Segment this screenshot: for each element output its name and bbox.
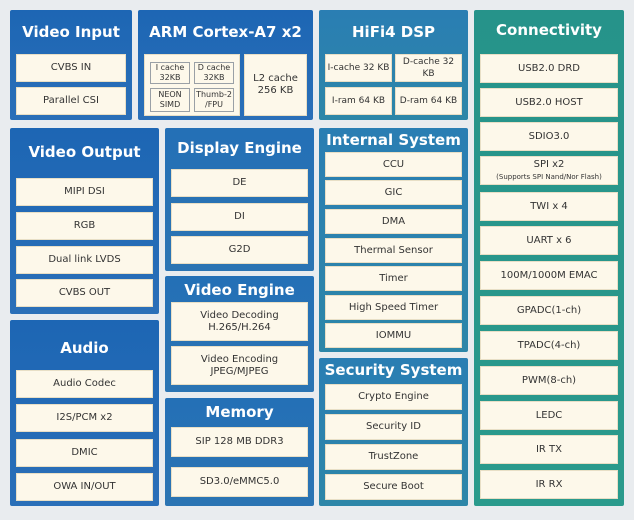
video-output-lvds: Dual link LVDS xyxy=(16,246,153,274)
video-engine-block: Video Engine Video Decoding H.265/H.264 … xyxy=(165,276,314,392)
arm-l2-cache: L2 cache 256 KB xyxy=(244,54,307,116)
memory-block: Memory SIP 128 MB DDR3 SD3.0/eMMC5.0 xyxy=(165,398,314,506)
arm-cortex-title: ARM Cortex-A7 x2 xyxy=(149,23,302,41)
internal-thermal-sensor: Thermal Sensor xyxy=(325,238,462,263)
security-secure-boot: Secure Boot xyxy=(325,474,462,500)
display-engine-block: Display Engine DE DI G2D xyxy=(165,128,314,271)
conn-emac: 100M/1000M EMAC xyxy=(480,261,618,290)
video-input-block: Video Input CVBS IN Parallel CSI xyxy=(10,10,132,120)
video-output-mipi-dsi: MIPI DSI xyxy=(16,178,153,206)
conn-tpadc: TPADC(4-ch) xyxy=(480,331,618,360)
connectivity-title: Connectivity xyxy=(496,21,602,39)
audio-owa: OWA IN/OUT xyxy=(16,473,153,501)
video-input-item-parallel-csi: Parallel CSI xyxy=(16,87,126,115)
video-engine-title: Video Engine xyxy=(184,281,295,299)
display-engine-de: DE xyxy=(171,169,308,197)
video-engine-encoding: Video Encoding JPEG/MJPEG xyxy=(171,346,308,385)
video-engine-decoding: Video Decoding H.265/H.264 xyxy=(171,302,308,341)
video-output-block: Video Output MIPI DSI RGB Dual link LVDS… xyxy=(10,128,159,314)
memory-sip-ddr3: SIP 128 MB DDR3 xyxy=(171,427,308,457)
video-input-title: Video Input xyxy=(22,23,120,41)
audio-block: Audio Audio Codec I2S/PCM x2 DMIC OWA IN… xyxy=(10,320,159,506)
conn-uart: UART x 6 xyxy=(480,226,618,255)
connectivity-block: Connectivity USB2.0 DRD USB2.0 HOST SDIO… xyxy=(474,10,624,506)
audio-i2s-pcm: I2S/PCM x2 xyxy=(16,404,153,432)
security-id: Security ID xyxy=(325,414,462,440)
arm-cortex-block: ARM Cortex-A7 x2 I cache 32KB D cache 32… xyxy=(138,10,313,120)
hifi4-dsp-block: HiFi4 DSP I-cache 32 KB D-cache 32 KB I-… xyxy=(319,10,468,120)
conn-spi-label: SPI x2 xyxy=(533,158,565,170)
audio-codec: Audio Codec xyxy=(16,370,153,398)
conn-spi-sub: (Supports SPI Nand/Nor Flash) xyxy=(496,172,602,181)
internal-system-block: Internal System CCU GIC DMA Thermal Sens… xyxy=(319,128,468,352)
display-engine-di: DI xyxy=(171,203,308,231)
conn-gpadc: GPADC(1-ch) xyxy=(480,296,618,325)
conn-ir-tx: IR TX xyxy=(480,435,618,464)
hifi-icache: I-cache 32 KB xyxy=(325,54,392,82)
hifi-dram: D-ram 64 KB xyxy=(395,87,462,115)
security-crypto-engine: Crypto Engine xyxy=(325,384,462,410)
display-engine-title: Display Engine xyxy=(177,139,302,157)
hifi-iram: I-ram 64 KB xyxy=(325,87,392,115)
audio-dmic: DMIC xyxy=(16,439,153,467)
conn-ir-rx: IR RX xyxy=(480,470,618,499)
conn-ledc: LEDC xyxy=(480,401,618,430)
internal-dma: DMA xyxy=(325,209,462,234)
conn-pwm: PWM(8-ch) xyxy=(480,366,618,395)
security-trustzone: TrustZone xyxy=(325,444,462,470)
internal-gic: GIC xyxy=(325,180,462,205)
memory-sd-emmc: SD3.0/eMMC5.0 xyxy=(171,467,308,497)
internal-high-speed-timer: High Speed Timer xyxy=(325,295,462,320)
arm-icache: I cache 32KB xyxy=(150,62,190,84)
arm-thumb-fpu: Thumb-2 /FPU xyxy=(194,88,234,112)
arm-neon-simd: NEON SIMD xyxy=(150,88,190,112)
memory-title: Memory xyxy=(205,403,274,421)
internal-ccu: CCU xyxy=(325,152,462,177)
hifi4-dsp-title: HiFi4 DSP xyxy=(352,23,435,41)
conn-usb-host: USB2.0 HOST xyxy=(480,88,618,117)
conn-twi: TWI x 4 xyxy=(480,192,618,221)
arm-dcache: D cache 32KB xyxy=(194,62,234,84)
internal-system-title: Internal System xyxy=(326,131,461,149)
security-system-title: Security System xyxy=(324,361,463,379)
security-system-block: Security System Crypto Engine Security I… xyxy=(319,358,468,506)
audio-title: Audio xyxy=(60,339,109,357)
internal-iommu: IOMMU xyxy=(325,323,462,348)
video-output-rgb: RGB xyxy=(16,212,153,240)
video-output-cvbs-out: CVBS OUT xyxy=(16,279,153,307)
conn-usb-drd: USB2.0 DRD xyxy=(480,54,618,83)
hifi-dcache: D-cache 32 KB xyxy=(395,54,462,82)
video-input-item-cvbs-in: CVBS IN xyxy=(16,54,126,82)
internal-timer: Timer xyxy=(325,266,462,291)
conn-sdio: SDIO3.0 xyxy=(480,122,618,151)
display-engine-g2d: G2D xyxy=(171,236,308,264)
video-output-title: Video Output xyxy=(28,143,141,161)
conn-spi: SPI x2 (Supports SPI Nand/Nor Flash) xyxy=(480,156,618,185)
